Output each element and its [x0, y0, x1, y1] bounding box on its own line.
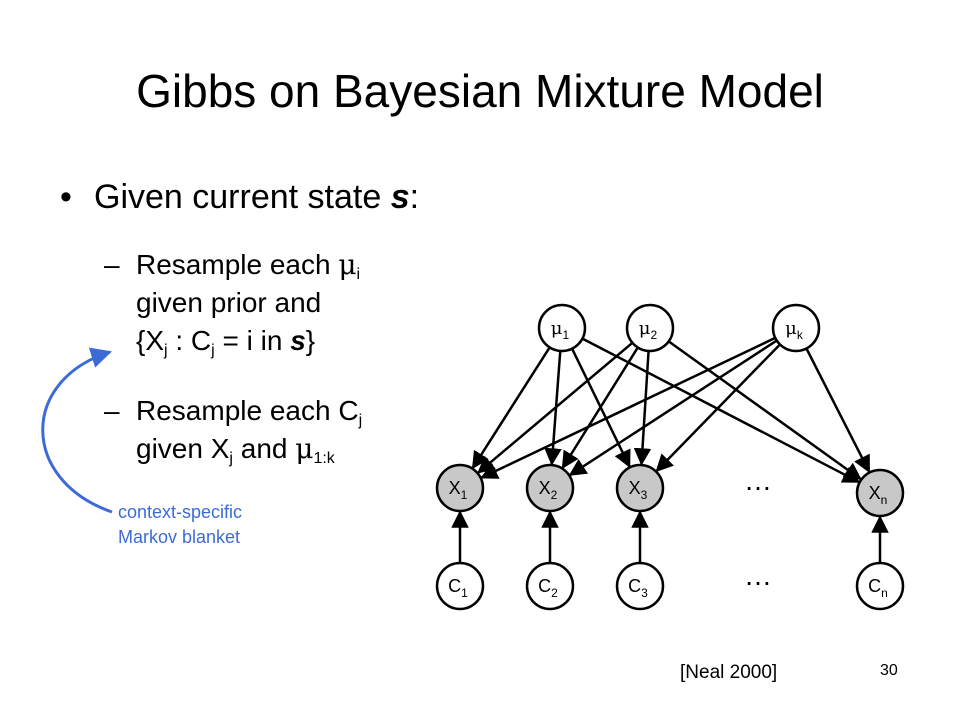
subscript: j	[164, 342, 168, 359]
slide-title: Gibbs on Bayesian Mixture Model	[136, 65, 824, 117]
ellipsis-c-row: …	[744, 560, 772, 591]
node-circle	[525, 463, 575, 513]
greek-mu: μ	[338, 248, 357, 281]
node-mu1: μ1	[537, 303, 587, 353]
edge-mu2-to-x1	[477, 341, 634, 474]
text: {X	[136, 325, 165, 356]
edge-mu2-to-x3	[633, 350, 652, 466]
subscript: i	[356, 266, 361, 283]
node-circle	[615, 561, 665, 611]
subscript: j	[211, 342, 215, 359]
node-muk: μk	[771, 303, 821, 353]
node-circle	[771, 303, 821, 353]
node-circle	[435, 561, 485, 611]
bullet-colon: :	[409, 178, 420, 216]
dash: –	[104, 395, 120, 426]
text: and	[232, 433, 296, 464]
node-x3: X3	[615, 463, 665, 513]
node-c1: C1	[435, 561, 485, 611]
sub-bullet-resample-mu: –Resample each μi given prior and {Xj : …	[104, 246, 360, 360]
text: : C	[167, 325, 212, 356]
node-circle	[625, 303, 675, 353]
markov-blanket-arrow	[41, 347, 113, 514]
bullet-marker: •	[60, 178, 72, 216]
subscript: j	[358, 412, 363, 429]
ellipsis-x-row: …	[744, 465, 772, 496]
sub-text: Resample each C	[136, 395, 359, 426]
node-cn: Cn	[855, 561, 905, 611]
edge-mu2-to-xn	[667, 340, 862, 481]
bullet-emph: s	[390, 178, 410, 216]
sub-text: Resample each	[136, 249, 339, 280]
edge-muk-to-x2	[568, 339, 778, 476]
edge-muk-to-xn	[805, 347, 871, 474]
node-x1: X1	[435, 463, 485, 513]
edge-mu2-to-x2	[561, 346, 639, 470]
text: = i in	[214, 325, 291, 356]
page-number: 30	[880, 662, 898, 679]
sub-text: given Xj and μ1:k	[104, 430, 362, 468]
main-bullet: • Given current state s:	[60, 178, 419, 217]
node-x2: X2	[525, 463, 575, 513]
node-circle	[855, 561, 905, 611]
node-xn: Xn	[855, 468, 905, 518]
citation: [Neal 2000]	[680, 662, 778, 683]
node-circle	[435, 463, 485, 513]
node-circle	[615, 463, 665, 513]
node-circle	[525, 561, 575, 611]
node-c3: C3	[615, 561, 665, 611]
sub-bullet-resample-c: –Resample each Cj given Xj and μ1:k	[104, 392, 362, 468]
emph-s: s	[290, 325, 306, 356]
subscript: j	[229, 450, 233, 467]
greek-mu: μ	[295, 432, 314, 465]
sub-text: given prior and	[136, 287, 322, 318]
annotation-line: context-specific	[118, 502, 243, 522]
text: given X	[136, 433, 230, 464]
annotation-line: Markov blanket	[118, 527, 241, 547]
dash: –	[104, 249, 120, 280]
node-c2: C2	[525, 561, 575, 611]
edge-mu1-to-x1	[471, 346, 551, 470]
bullet-text: Given current state	[94, 178, 391, 216]
sub-text-set: {Xj : Cj = i in s}	[104, 322, 360, 360]
subscript: 1:k	[313, 450, 335, 467]
node-mu2: μ2	[625, 303, 675, 353]
text: }	[305, 325, 316, 356]
markov-blanket-annotation: context-specific Markov blanket	[118, 500, 242, 550]
edge-muk-to-x1	[480, 336, 776, 479]
edge-muk-to-x3	[655, 343, 781, 473]
node-circle	[537, 303, 587, 353]
node-circle	[855, 468, 905, 518]
